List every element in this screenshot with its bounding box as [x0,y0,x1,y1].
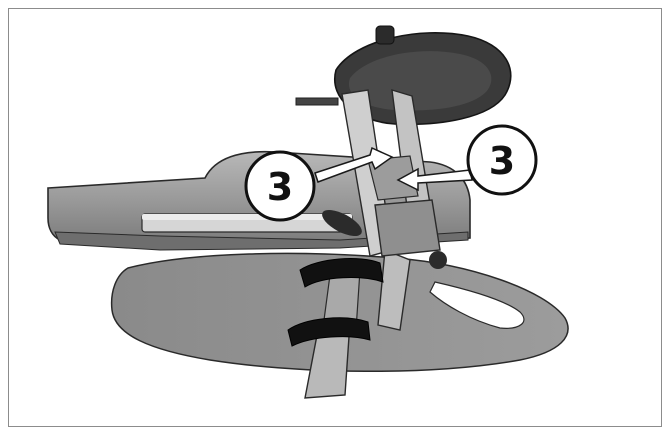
callout-arrow-left [314,146,394,183]
rail-knob [322,209,362,237]
side-pin [295,97,339,106]
upper-pad [299,258,384,288]
lock-knob [429,251,447,269]
callout-label-right: 3 [489,139,515,183]
head-unit [333,25,512,126]
callout-left: 3 [244,150,316,222]
lower-pad [287,317,371,347]
base-slot [429,281,525,329]
clamp-column [295,89,447,269]
callout-arrow-right [396,167,473,192]
callout-right: 3 [466,124,538,196]
callout-label-left: 3 [267,165,293,209]
top-knob [375,25,395,45]
